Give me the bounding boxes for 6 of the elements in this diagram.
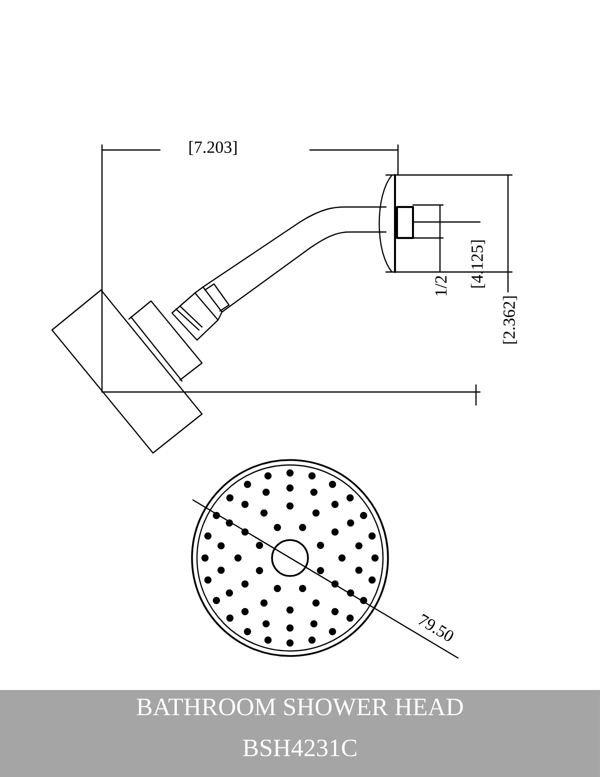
model-number: BSH4231C	[243, 740, 356, 756]
dimension-label: [7.203]	[189, 140, 237, 156]
dimension-label: [4.125]	[470, 240, 486, 288]
dimension-label: 79.50	[418, 614, 454, 642]
dimension-label: 1/2	[435, 276, 447, 296]
dimension-label: [2.362]	[502, 296, 518, 344]
